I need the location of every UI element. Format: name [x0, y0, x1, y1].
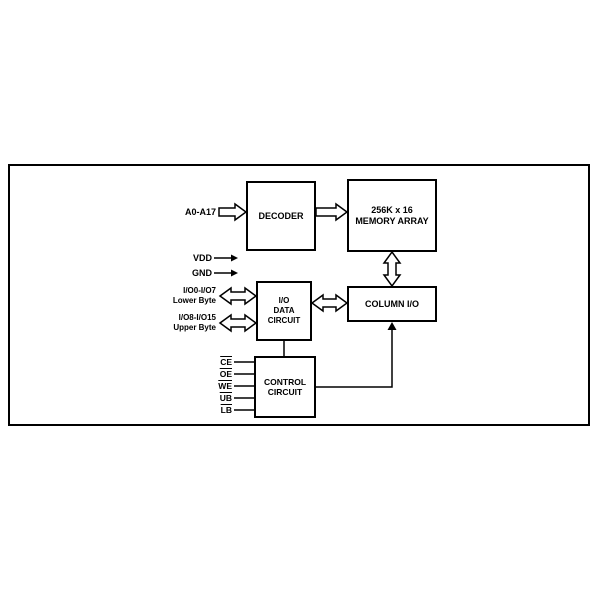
control-signal-label-we: WE: [218, 381, 232, 391]
io-data-label-line1: I/O: [278, 296, 290, 305]
vdd-label: VDD: [192, 253, 212, 263]
io-upper-label-line1: I/O8-I/O15: [178, 313, 216, 322]
control-label-line1: CONTROL: [263, 377, 307, 387]
vdd-arrow-head: [231, 254, 238, 262]
control-to-columnio-head: [387, 322, 397, 330]
gnd-arrow-head: [231, 269, 238, 277]
io-lower-label: I/O0-I/O7 Lower Byte: [173, 286, 216, 306]
io-data-label-line3: CIRCUIT: [267, 316, 301, 325]
io-lower-arrow: [218, 286, 258, 306]
control-signal-label-oe: OE: [219, 369, 232, 379]
gnd-label: GND: [192, 268, 212, 278]
address-label: A0-A17: [184, 207, 216, 217]
control-signal-label-ub: UB: [219, 393, 232, 403]
address-arrow: [218, 202, 248, 222]
io-upper-arrow: [218, 313, 258, 333]
column-io-label: COLUMN I/O: [365, 298, 419, 309]
memory-array-label-line2: MEMORY ARRAY: [355, 215, 429, 226]
decoder-box: DECODER: [246, 181, 316, 251]
control-label-line2: CIRCUIT: [267, 387, 303, 397]
memory-to-columnio-arrow: [382, 250, 402, 288]
io-data-circuit-box: I/O DATA CIRCUIT: [256, 281, 312, 341]
control-signal-label-lb: LB: [220, 405, 232, 415]
control-to-columnio-line: [316, 329, 393, 388]
decoder-label: DECODER: [258, 210, 304, 221]
io-upper-label-line2: Upper Byte: [173, 323, 216, 332]
memory-array-label-line1: 256K x 16: [371, 204, 413, 215]
decoder-to-memory-arrow: [315, 202, 349, 222]
io-data-label-line2: DATA: [273, 306, 295, 315]
control-signal-label-ce: CE: [220, 357, 232, 367]
io-upper-label: I/O8-I/O15 Upper Byte: [173, 313, 216, 333]
control-circuit-box: CONTROL CIRCUIT: [254, 356, 316, 418]
io-lower-label-line1: I/O0-I/O7: [183, 286, 216, 295]
io-lower-label-line2: Lower Byte: [172, 296, 216, 305]
iodata-to-columnio-arrow: [310, 293, 349, 313]
column-io-box: COLUMN I/O: [347, 286, 437, 322]
memory-array-box: 256K x 16 MEMORY ARRAY: [347, 179, 437, 252]
